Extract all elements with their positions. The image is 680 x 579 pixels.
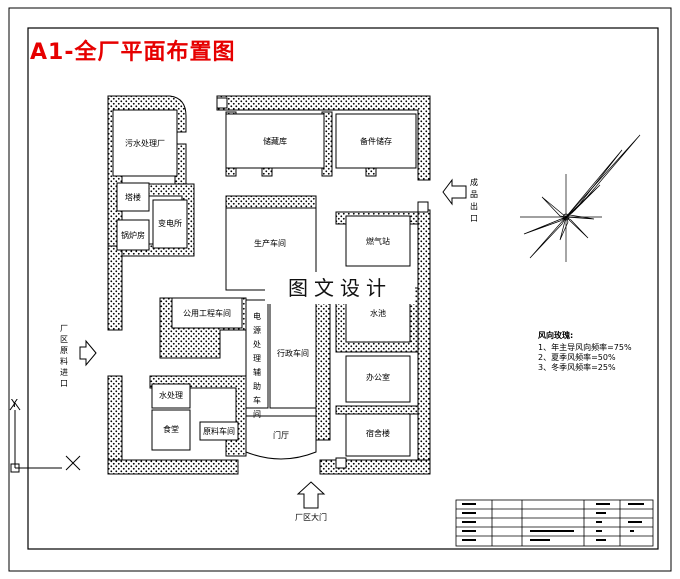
west-entry-label: 厂区原料进口 [60,324,69,390]
label-boiler: 锅炉房 [121,230,145,240]
east-exit-label: 成品出口 [470,177,479,226]
label-water: 水处理 [159,390,183,400]
wind-item-1: 1、年主导风向频率=75% [538,342,632,352]
buildings [112,109,417,460]
building-gas-station [345,215,411,267]
wind-rose [520,134,641,262]
title-block-marks [462,503,644,541]
building-office [345,355,411,403]
building-parts-storage [335,113,417,169]
inner-frame [27,27,659,550]
label-gas-station: 燃气站 [366,236,390,246]
main-gate-label: 厂区大门 [295,512,327,522]
label-hall: 门厅 [273,430,289,440]
label-canteen: 食堂 [163,424,179,434]
east-exit-arrow [442,178,467,206]
building-tower [116,182,150,212]
axis-y-label: Y [10,397,18,410]
label-dormitory: 宿舍楼 [366,428,390,438]
building-power-aux [245,299,269,409]
building-dormitory [345,413,411,457]
building-boiler [116,219,150,251]
building-material [199,421,239,441]
label-office: 办公室 [366,372,390,382]
label-warehouse: 储藏库 [263,136,287,146]
label-production: 生产车间 [254,238,286,248]
building-water [151,383,191,409]
label-substation: 变电所 [158,218,182,228]
building-public-workshop [171,297,243,329]
building-labels: 污水处理厂 塔楼 锅炉房 变电所 储藏库 备件储存 生产车间 燃气站 公用工程车… [121,136,392,440]
guard-box-1 [216,97,228,109]
ucs-icon [9,402,81,473]
label-sewage: 污水处理厂 [125,138,165,148]
outer-frame [8,7,672,572]
label-tower: 塔楼 [125,192,141,202]
label-material: 原料车间 [203,426,235,436]
wind-item-3: 3、冬季风频率=25% [538,362,616,372]
watermark: 图文设计 [265,272,415,304]
label-power-aux: 电源处理辅助车间 [253,311,262,424]
wind-item-2: 2、夏季风频率=50% [538,352,616,362]
building-sewage [112,109,178,177]
label-public-workshop: 公用工程车间 [183,308,231,318]
label-fountain: 水池 [370,308,386,318]
building-hall [245,415,317,460]
guard-box-3 [335,457,347,469]
building-substation [152,199,188,249]
building-canteen [151,409,191,451]
label-parts-storage: 备件储存 [360,136,392,146]
building-warehouse [225,113,325,169]
drawing-title: A1-全厂平面布置图 [30,40,236,65]
guard-box-2 [417,201,429,213]
west-entry-arrow [79,339,97,367]
label-admin: 行政车间 [277,348,309,358]
main-gate-arrow [296,481,326,509]
title-block [455,499,654,547]
building-admin [269,299,317,409]
wind-title: 风向玫瑰: [538,330,573,340]
